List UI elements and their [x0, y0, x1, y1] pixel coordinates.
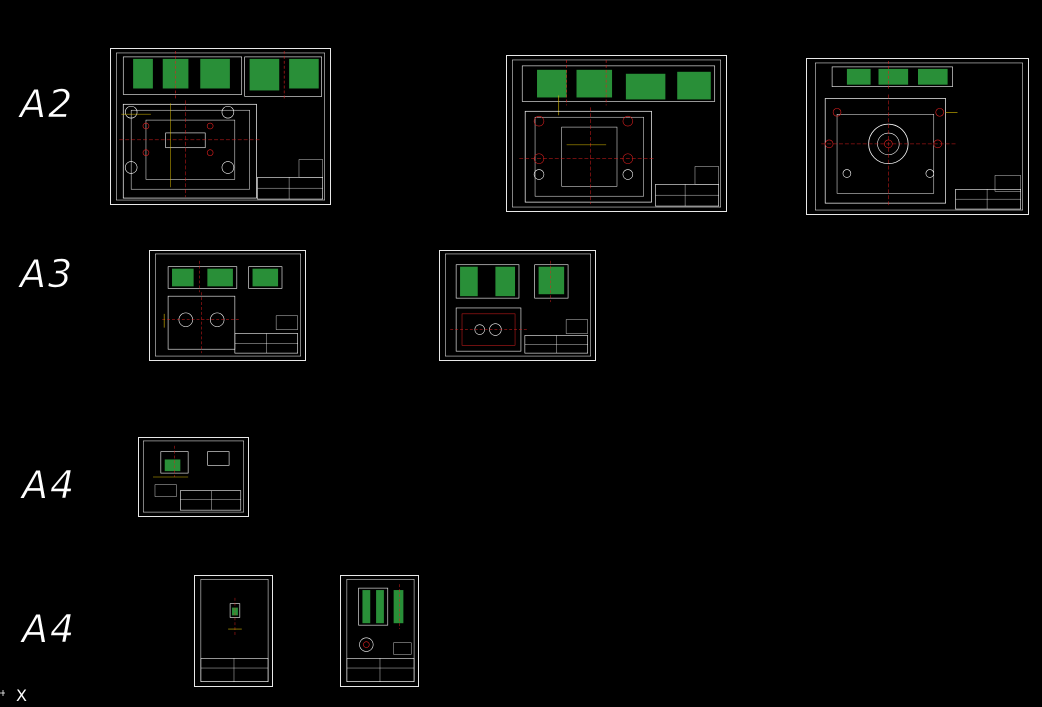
- sheet-a2-2[interactable]: [506, 55, 727, 212]
- sheet-a2-2-drawing: [512, 59, 721, 208]
- sheet-a4-2-drawing: [200, 579, 269, 682]
- sheet-a4-3-drawing: [346, 579, 415, 682]
- ucs-x-axis-label: X: [16, 686, 27, 705]
- size-label-a4-second: A4: [22, 607, 77, 652]
- sheet-a2-1-drawing: [116, 50, 325, 201]
- size-label-a2: A2: [20, 82, 75, 127]
- sheet-a3-2[interactable]: [439, 250, 596, 361]
- ucs-origin-icon: [0, 690, 5, 696]
- size-label-a4-first: A4: [22, 463, 77, 508]
- sheet-a4-2[interactable]: [194, 575, 273, 687]
- sheet-a4-3[interactable]: [340, 575, 419, 687]
- sheet-a3-2-drawing: [445, 253, 591, 357]
- sheet-a2-3[interactable]: [806, 58, 1029, 215]
- size-label-a3: A3: [20, 252, 75, 297]
- sheet-a2-1[interactable]: [110, 48, 331, 205]
- sheet-a4-1[interactable]: [138, 437, 249, 517]
- sheet-a3-1[interactable]: [149, 250, 306, 361]
- sheet-a3-1-drawing: [155, 253, 301, 357]
- sheet-a2-3-drawing: [815, 60, 1023, 211]
- sheet-a4-1-drawing: [142, 440, 245, 513]
